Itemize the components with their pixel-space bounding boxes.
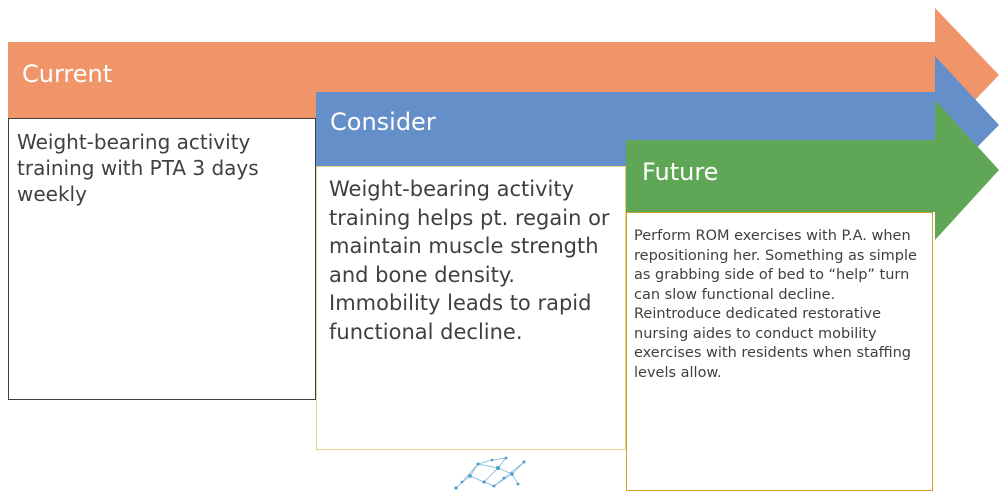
network-globe-icon: [454, 456, 526, 490]
stage-title-future: Future: [642, 158, 719, 186]
stage-title-consider: Consider: [330, 108, 436, 136]
stage-box-current: Weight-bearing activity training with PT…: [8, 118, 316, 400]
stage-box-consider: Weight-bearing activity training helps p…: [316, 166, 626, 450]
stage-box-future: Perform ROM exercises with P.A. when rep…: [626, 212, 933, 491]
stage-text-future: Perform ROM exercises with P.A. when rep…: [634, 228, 917, 381]
arrow-future: [626, 100, 999, 240]
stage-title-current: Current: [22, 60, 113, 88]
stage-text-current: Weight-bearing activity training with PT…: [17, 130, 259, 206]
stage-text-consider: Weight-bearing activity training helps p…: [329, 177, 610, 344]
